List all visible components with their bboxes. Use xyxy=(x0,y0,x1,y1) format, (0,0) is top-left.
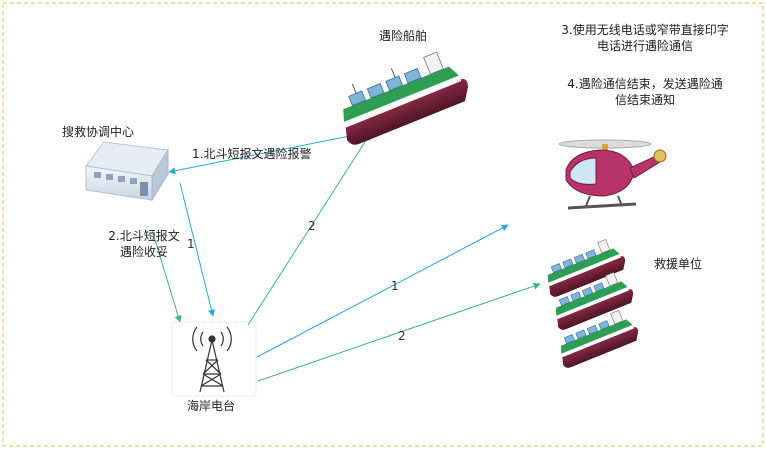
step2-label: 2.北斗短报文 遇险收妥 xyxy=(96,228,192,260)
distress-ship-icon xyxy=(343,51,468,145)
outer-dashed-frame xyxy=(2,2,764,447)
rescue-units-label: 救援单位 xyxy=(654,257,703,271)
step4-line2: 信结束通知 xyxy=(614,93,675,107)
step3-line1: 3.使用无线电话或窄带直接印字 xyxy=(561,23,729,37)
step2-line1: 2.北斗短报文 xyxy=(108,229,180,243)
rescue-ship-icon-1 xyxy=(547,239,626,297)
step4-label: 4.遇险通信结束，发送遇险通 信结束通知 xyxy=(545,76,745,108)
arrow-station-to-rescue-green xyxy=(257,282,541,382)
radio-tower-icon xyxy=(192,326,232,393)
step3-line2: 电话进行遇险通信 xyxy=(596,39,693,53)
arrow-ship-to-center xyxy=(168,133,361,175)
coast-station-frame xyxy=(171,321,257,397)
step1-label: 1.北斗短报文遇险报警 xyxy=(192,147,312,161)
step4-line1: 4.遇险通信结束，发送遇险通 xyxy=(567,77,723,91)
arrow-station-to-ship xyxy=(247,133,371,326)
arrow-center-to-station xyxy=(179,182,215,317)
rescue-ship-icon-2 xyxy=(555,272,634,330)
rescue-ship-icon-3 xyxy=(560,310,639,368)
sar-center-building xyxy=(85,141,169,202)
arrow-center-ack-to-station xyxy=(151,229,182,323)
arrow-station-to-rescue-blue xyxy=(256,224,509,358)
link-number-station-to-ship: 2 xyxy=(308,219,316,233)
sar-center-label: 搜救协调中心 xyxy=(62,125,135,139)
link-number-center-to-station: 1 xyxy=(187,237,195,251)
coast-station-label: 海岸电台 xyxy=(187,399,236,413)
distress-ship-label: 遇险船舶 xyxy=(379,29,428,43)
step3-label: 3.使用无线电话或窄带直接印字 电话进行遇险通信 xyxy=(540,22,750,54)
link-number-station-to-rescue-green: 2 xyxy=(398,329,406,343)
step2-line2: 遇险收妥 xyxy=(119,245,168,259)
link-number-station-to-rescue-blue: 1 xyxy=(391,279,399,293)
rescue-helicopter-icon xyxy=(558,139,667,210)
